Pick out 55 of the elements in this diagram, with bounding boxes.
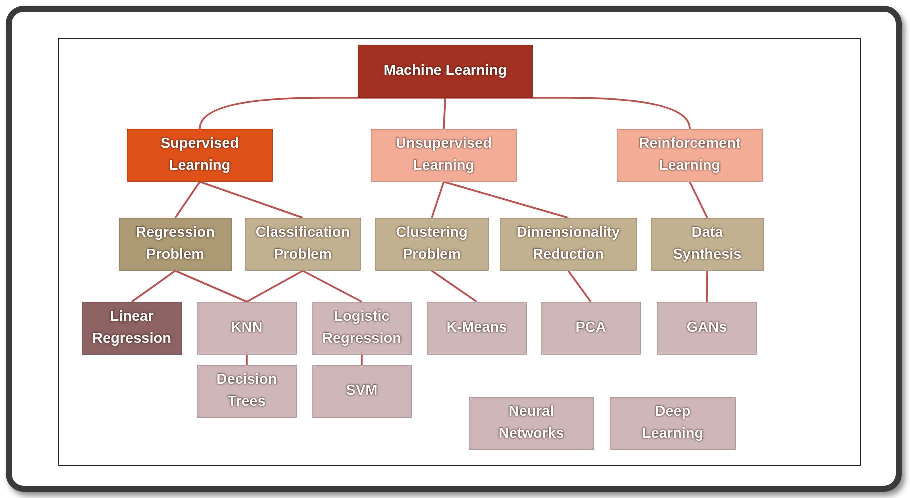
node-label: Reinforcement Learning bbox=[638, 135, 742, 176]
connector-line bbox=[706, 270, 708, 302]
connector-line bbox=[131, 270, 176, 303]
connector-line bbox=[199, 97, 446, 130]
connector-line bbox=[568, 270, 592, 303]
algorithm-box bbox=[541, 302, 641, 355]
algorithm-box bbox=[657, 302, 757, 355]
category-box bbox=[127, 129, 273, 182]
problem-box bbox=[119, 218, 232, 271]
node-label: Clustering Problem bbox=[395, 224, 469, 264]
connector-line bbox=[174, 182, 201, 218]
node-label: SVM bbox=[346, 382, 378, 401]
node-label: Dimensionality Reduction bbox=[516, 224, 622, 264]
node-label: KNN bbox=[231, 318, 263, 338]
node-label: Data Synthesis bbox=[672, 224, 743, 264]
node-label: Unsupervised Learning bbox=[395, 135, 493, 176]
node-label: PCA bbox=[576, 318, 606, 338]
problem-box bbox=[500, 218, 637, 271]
connector-line bbox=[446, 97, 691, 130]
connector-line bbox=[443, 98, 446, 130]
algorithm-box bbox=[82, 302, 182, 355]
category-box bbox=[617, 129, 763, 182]
connector-line bbox=[200, 181, 304, 219]
connector-line bbox=[246, 270, 304, 303]
node-label: K-Means bbox=[446, 318, 508, 338]
problem-box bbox=[651, 218, 764, 271]
node-label: GANs bbox=[686, 318, 728, 338]
node-label: Regression Problem bbox=[135, 224, 216, 264]
connector-line bbox=[246, 355, 248, 365]
algorithm-box bbox=[312, 302, 412, 355]
algorithm-box bbox=[469, 397, 594, 450]
connector-line bbox=[175, 270, 248, 303]
node-label: Linear Regression bbox=[92, 308, 172, 348]
connector-line bbox=[444, 181, 569, 219]
connector-line bbox=[302, 270, 362, 303]
node-label: Deep Learning bbox=[641, 403, 705, 444]
node-label: Classification Problem bbox=[254, 224, 352, 264]
connector-line bbox=[689, 182, 708, 218]
connector-line bbox=[431, 182, 445, 218]
algorithm-box bbox=[197, 302, 297, 355]
algorithm-box bbox=[197, 365, 297, 418]
algorithm-box bbox=[610, 397, 736, 450]
connector-line bbox=[361, 355, 363, 365]
connector-line bbox=[431, 270, 478, 303]
category-box bbox=[371, 129, 517, 182]
root-box bbox=[358, 45, 533, 98]
node-label: Decision Trees bbox=[216, 371, 278, 412]
node-label: Supervised Learning bbox=[160, 135, 240, 176]
node-label: Neural Networks bbox=[498, 403, 566, 444]
problem-box bbox=[245, 218, 361, 271]
problem-box bbox=[375, 218, 489, 271]
algorithm-box bbox=[312, 365, 412, 418]
node-label: Logistic Regression bbox=[322, 308, 402, 348]
algorithm-box bbox=[427, 302, 527, 355]
node-label: Machine Learning bbox=[384, 62, 508, 81]
